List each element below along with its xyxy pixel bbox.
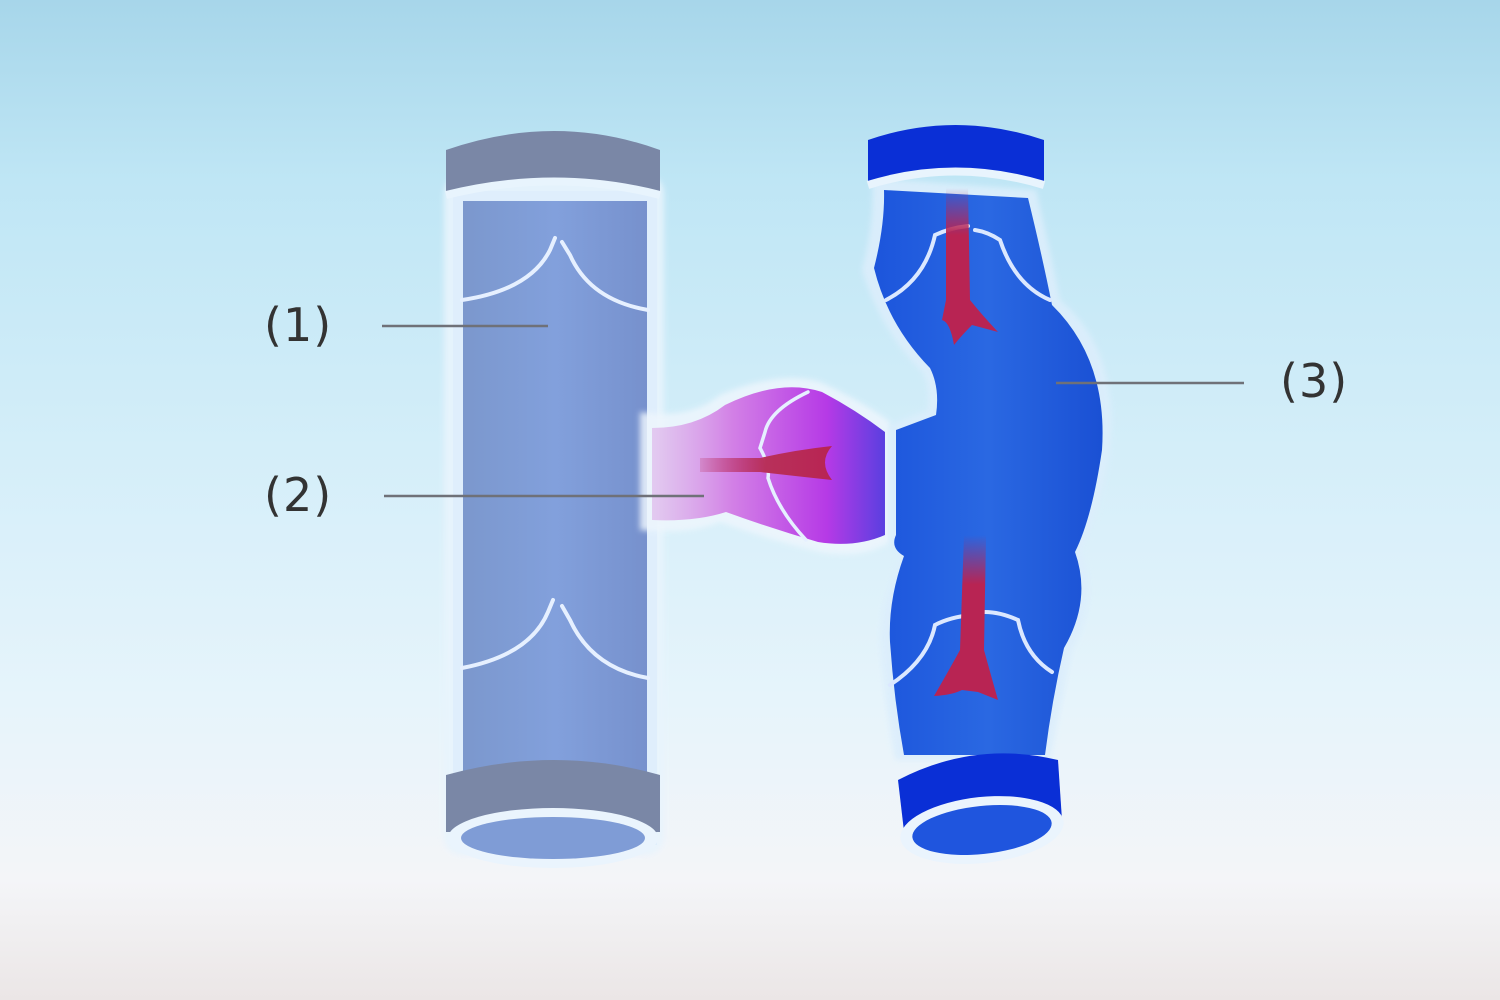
label-1: (1) bbox=[264, 298, 333, 352]
top-cuff-blue bbox=[866, 125, 1046, 189]
label-2: (2) bbox=[264, 468, 333, 522]
top-cuff-grey bbox=[445, 131, 661, 199]
label-3: (3) bbox=[1280, 354, 1349, 408]
bottom-cuff-grey bbox=[446, 760, 660, 868]
lower-valve-healthy bbox=[460, 598, 650, 680]
healthy-vein bbox=[444, 131, 664, 868]
lower-valve-varicose bbox=[888, 610, 1054, 687]
upper-reflux-arrow bbox=[942, 188, 998, 345]
varicose-vein bbox=[862, 125, 1112, 864]
bottom-cuff-blue bbox=[898, 753, 1064, 864]
perforator-reflux-arrow bbox=[700, 446, 832, 480]
upper-valve-healthy bbox=[460, 236, 650, 312]
lower-reflux-arrow bbox=[934, 535, 998, 700]
perforator-vein bbox=[640, 378, 890, 555]
